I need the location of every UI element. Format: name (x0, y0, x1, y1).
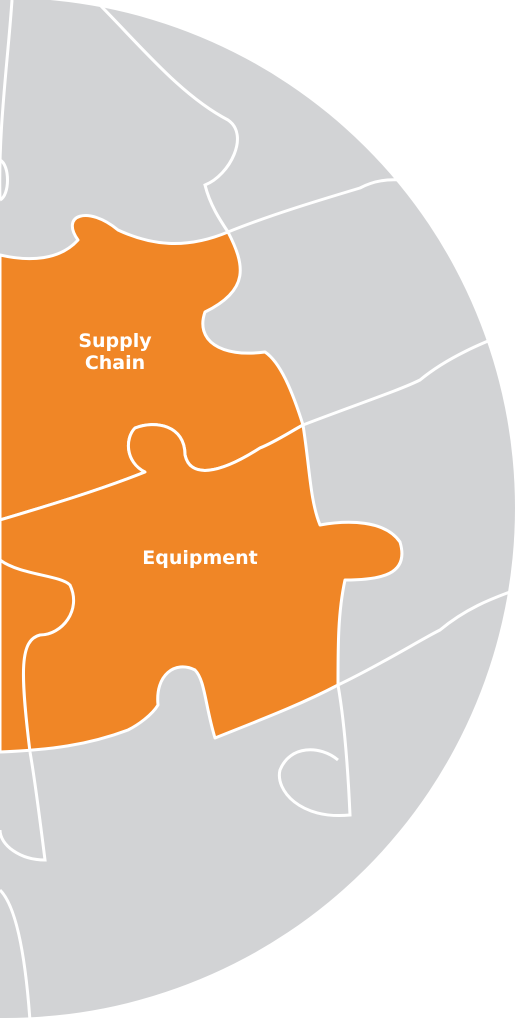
seam-right-middle (302, 328, 515, 427)
seam-bottom (0, 888, 32, 1021)
seam-top-right (93, 0, 239, 233)
equipment-label: Equipment (142, 547, 258, 569)
seam-left-lower (0, 558, 76, 753)
seam-bottom-right (277, 684, 352, 818)
supply-chain-label-line2: Chain (84, 352, 146, 374)
seam-right-lower (337, 588, 515, 687)
seam-bottom-left (0, 751, 47, 862)
supply-chain-label-line1: Supply (78, 330, 152, 352)
seam-right-upper (227, 178, 421, 234)
supply-chain-label: Supply Chain (70, 330, 160, 374)
equipment-piece (0, 423, 404, 754)
seam-top (0, 0, 14, 200)
seam-left-tab (0, 158, 9, 202)
